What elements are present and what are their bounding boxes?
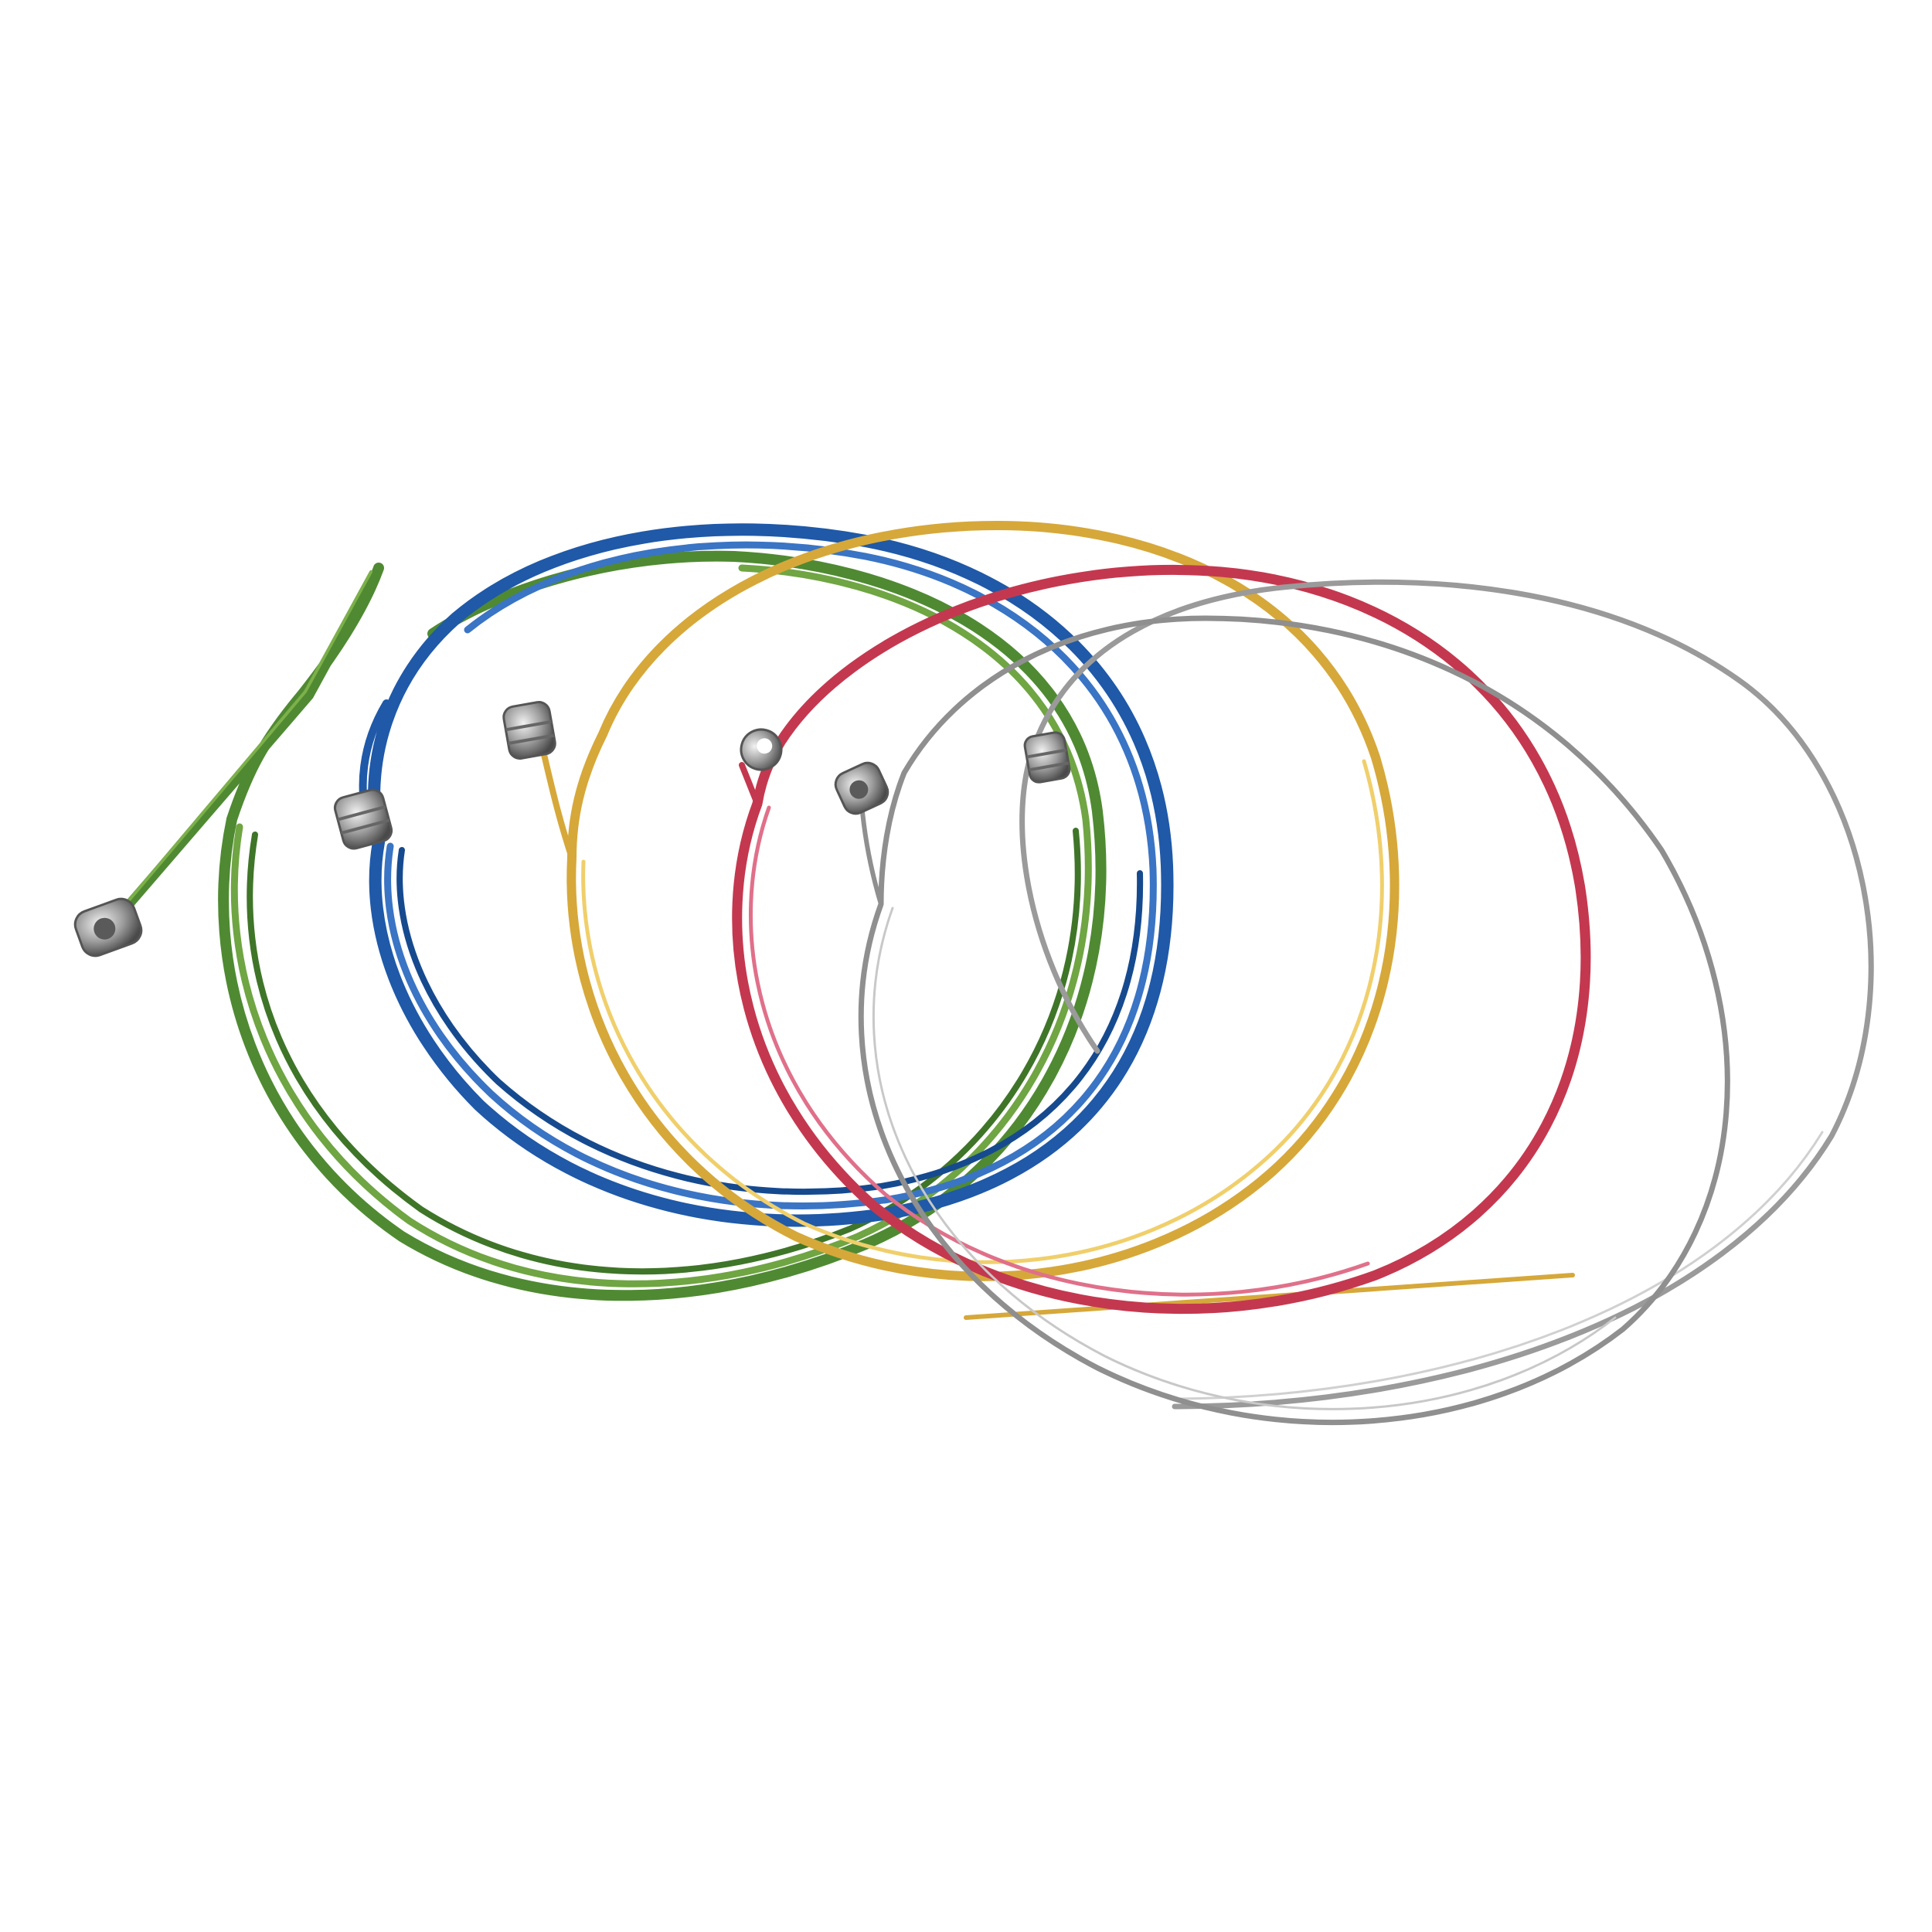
steel-ball-end-2 — [1023, 731, 1071, 784]
blue-string — [359, 523, 1174, 1227]
blue-ball-end — [333, 788, 393, 850]
green-string — [111, 550, 1107, 1301]
gold-ball-end — [502, 701, 556, 760]
red-ball-end — [740, 728, 783, 771]
green-ball-end — [73, 897, 143, 957]
ball-ends — [73, 701, 1071, 957]
steel-string-2 — [858, 615, 1730, 1426]
steel-ball-end-1 — [834, 761, 889, 815]
red-string — [732, 564, 1591, 1315]
